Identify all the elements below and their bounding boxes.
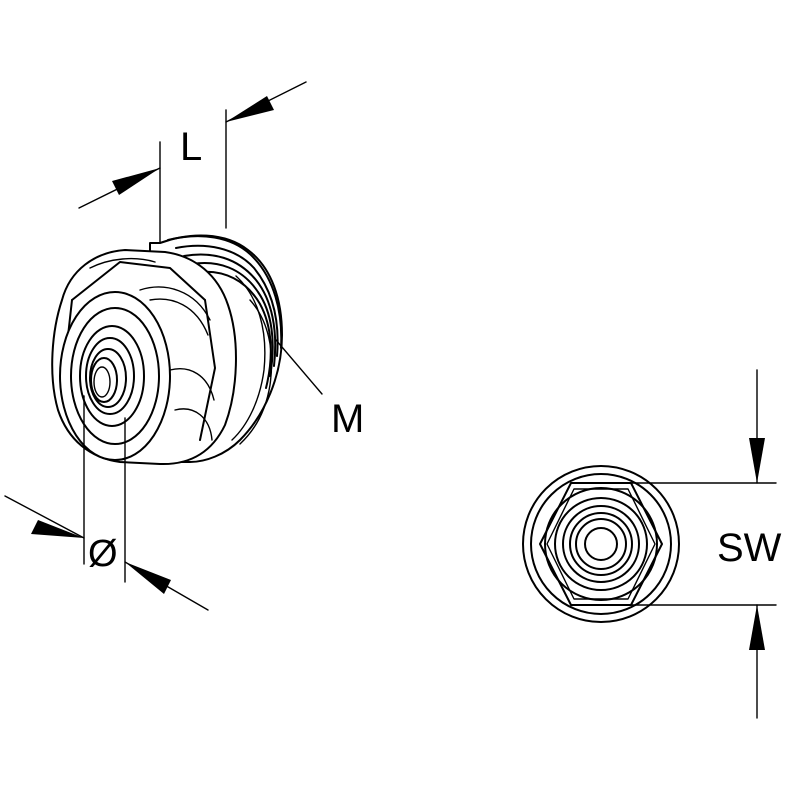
length-arrow-right <box>226 96 274 122</box>
front-face <box>59 291 171 461</box>
thread-label: M <box>331 397 364 441</box>
length-dimension: L <box>78 81 307 243</box>
length-arrow-left <box>112 168 160 195</box>
isometric-plug-view: L M Ø <box>4 81 364 611</box>
diameter-arrow-right <box>125 562 171 594</box>
wrench-size-label: SW <box>717 526 782 570</box>
diameter-arrow-left <box>31 520 84 538</box>
diameter-label: Ø <box>88 533 118 575</box>
diameter-dimension: Ø <box>4 395 209 611</box>
bore-hole <box>584 527 618 561</box>
wrench-size-dimension: SW <box>630 369 782 719</box>
thread-callout: M <box>275 339 364 441</box>
front-plug-view: SW <box>522 369 782 719</box>
length-label: L <box>180 125 202 169</box>
sw-arrow-bottom <box>749 605 765 650</box>
sw-arrow-top <box>749 438 765 483</box>
